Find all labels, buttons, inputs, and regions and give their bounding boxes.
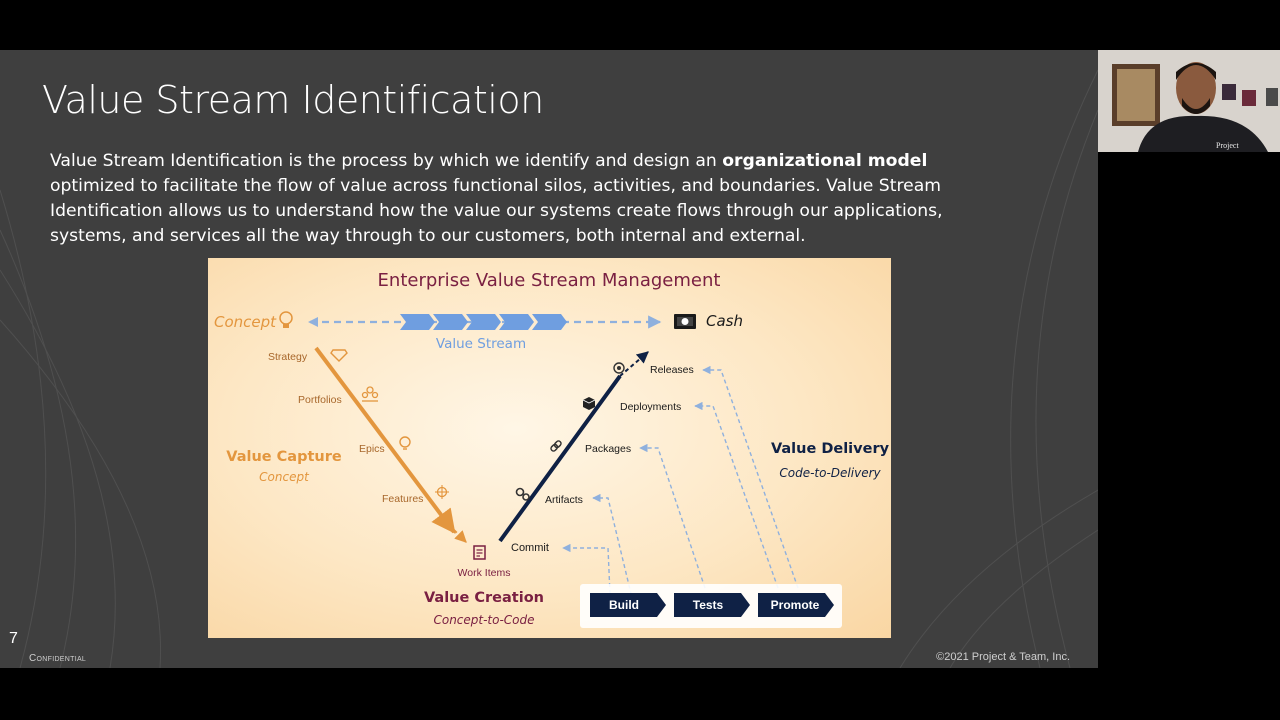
wall-frame-small (1222, 84, 1236, 100)
value-stream-arrowhead-left (308, 317, 318, 327)
value-stream-chevrons (400, 314, 567, 330)
webcam-feed: Project (1098, 50, 1280, 152)
capture-item-epics: Epics (359, 443, 385, 455)
delivery-item-releases: Releases (650, 364, 694, 376)
delivery-item-packages: Packages (585, 443, 631, 455)
diamond-icon (330, 349, 348, 362)
link-icon (550, 440, 562, 452)
capture-item-strategy: Strategy (268, 351, 308, 363)
value-capture-line (314, 346, 456, 534)
person-body (1138, 115, 1268, 152)
box-icon (582, 397, 596, 410)
epic-lightbulb-icon (399, 436, 411, 450)
value-creation-title: Value Creation (424, 590, 544, 606)
work-items-label: Work Items (458, 567, 511, 579)
pipeline-tests: Tests (674, 593, 750, 617)
webcam-scene: Project (1098, 50, 1280, 152)
value-capture-title: Value Capture (226, 449, 342, 465)
value-capture-dash (443, 519, 467, 543)
target-icon (435, 485, 449, 499)
diagram-canvas: Enterprise Value Stream Management Conce… (214, 270, 890, 628)
webcam-shirt-text: Project (1216, 141, 1239, 150)
slide: Value Stream Identification Value Stream… (0, 50, 1098, 668)
value-delivery-dash (619, 351, 649, 377)
value-delivery-title: Value Delivery (771, 441, 890, 457)
work-items-icon (473, 545, 486, 560)
delivery-item-deployments: Deployments (620, 401, 681, 413)
paragraph-text-2: optimized to facilitate the flow of valu… (50, 176, 943, 246)
background-arcs (0, 69, 1098, 668)
cash-icon (674, 314, 696, 329)
slide-title: Value Stream Identification (42, 78, 544, 122)
people-icon (361, 386, 379, 402)
value-capture-subtitle: Concept (259, 470, 310, 484)
diagram-title: Enterprise Value Stream Management (378, 270, 721, 291)
capture-item-features: Features (382, 493, 423, 505)
value-delivery-subtitle: Code-to-Delivery (779, 466, 881, 480)
delivery-item-artifacts: Artifacts (545, 494, 583, 506)
concept-label: Concept (214, 313, 277, 331)
slide-paragraph: Value Stream Identification is the proce… (50, 149, 1010, 249)
pipeline-tests-label: Tests (693, 598, 724, 612)
value-stream-diagram: Enterprise Value Stream Management Conce… (208, 258, 891, 638)
paragraph-bold: organizational model (722, 151, 928, 171)
pipeline-build: Build (590, 593, 666, 617)
bullseye-icon (613, 362, 625, 374)
value-creation-subtitle: Concept-to-Code (433, 613, 534, 627)
pipeline-build-label: Build (609, 598, 639, 612)
pipeline-promote-label: Promote (771, 598, 820, 612)
pipeline-connectors (562, 365, 799, 603)
gears-icon (515, 487, 530, 501)
delivery-item-commit: Commit (511, 542, 549, 554)
slide-number: 7 (9, 630, 18, 647)
value-delivery-line (498, 374, 622, 543)
value-stream-label: Value Stream (436, 336, 526, 352)
capture-item-portfolios: Portfolios (298, 394, 342, 406)
pipeline-promote: Promote (758, 593, 834, 617)
lightbulb-icon (279, 311, 293, 328)
cash-label: Cash (706, 312, 743, 330)
copyright-label: ©2021 Project & Team, Inc. (936, 651, 1070, 663)
person-head (1176, 62, 1216, 114)
paragraph-text-1: Value Stream Identification is the proce… (50, 151, 723, 171)
confidential-label: Confidential (29, 653, 87, 664)
